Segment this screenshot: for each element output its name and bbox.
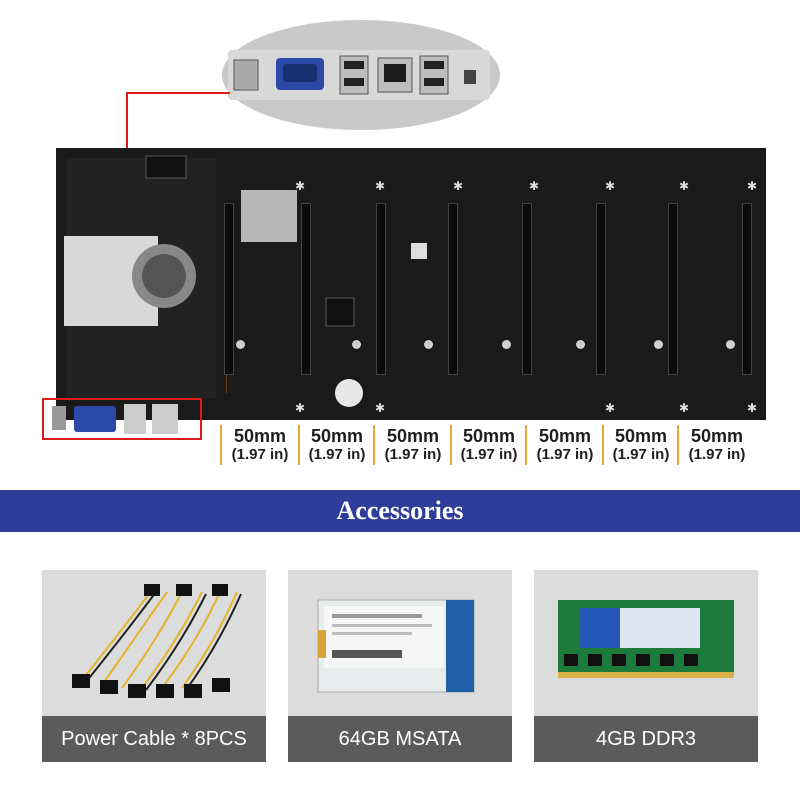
slot-spacing-label: 50mm (1.97 in) [376, 426, 450, 464]
pcie-slot [668, 203, 678, 375]
screw-hole-icon: ✱ [528, 179, 540, 193]
spacing-mm: 50mm [538, 426, 592, 446]
pcie-slot [596, 203, 606, 375]
screw-hole-icon: ✱ [374, 179, 386, 193]
slot-spacing-label: 50mm (1.97 in) [452, 426, 526, 464]
screw-hole-icon: ✱ [294, 179, 306, 193]
measure-divider [677, 425, 679, 465]
pcie-slot [224, 203, 234, 375]
screw-hole-icon: ✱ [374, 401, 386, 415]
slot-spacing-label: 50mm (1.97 in) [300, 426, 374, 464]
capacitor [654, 340, 663, 349]
accessory-card-power-cable: Power Cable * 8PCS [42, 570, 266, 762]
screw-hole-icon: ✱ [746, 401, 758, 415]
capacitor [236, 340, 245, 349]
msata-ssd-image [317, 599, 475, 693]
measure-divider [220, 425, 222, 465]
screw-hole-icon: ✱ [678, 401, 690, 415]
spacing-mm: 50mm [233, 426, 287, 446]
capacitor [352, 340, 361, 349]
slot-spacing-label: 50mm (1.97 in) [528, 426, 602, 464]
screw-hole-icon: ✱ [604, 401, 616, 415]
spacing-mm: 50mm [462, 426, 516, 446]
spacing-in: (1.97 in) [536, 446, 594, 463]
measure-divider [298, 425, 300, 465]
pcie-slot [376, 203, 386, 375]
ddr3-ram-image [558, 600, 734, 678]
spacing-in: (1.97 in) [612, 446, 670, 463]
io-ports-illustration [233, 55, 476, 95]
io-ports-strip [228, 50, 490, 100]
capacitor [576, 340, 585, 349]
measure-divider [373, 425, 375, 465]
accessory-label: 64GB MSATA [288, 716, 512, 762]
spacing-in: (1.97 in) [231, 446, 289, 463]
io-ports-rear [52, 404, 178, 434]
accessories-banner: Accessories [0, 490, 800, 532]
accessory-label: 4GB DDR3 [534, 716, 758, 762]
capacitor [424, 340, 433, 349]
screw-hole-icon: ✱ [678, 179, 690, 193]
pcie-slot [448, 203, 458, 375]
accessory-card-msata: 64GB MSATA [288, 570, 512, 762]
io-highlight-box [42, 398, 202, 440]
slot-spacing-label: 50mm (1.97 in) [223, 426, 297, 464]
spacing-in: (1.97 in) [308, 446, 366, 463]
pcie-slot [522, 203, 532, 375]
spacing-mm: 50mm [690, 426, 744, 446]
slot-spacing-label: 50mm (1.97 in) [604, 426, 678, 464]
capacitor [502, 340, 511, 349]
spacing-mm: 50mm [310, 426, 364, 446]
accessory-card-ddr3: 4GB DDR3 [534, 570, 758, 762]
screw-hole-icon: ✱ [604, 179, 616, 193]
pcie-slot [301, 203, 311, 375]
spacing-mm: 50mm [386, 426, 440, 446]
measure-divider [602, 425, 604, 465]
measure-divider [525, 425, 527, 465]
capacitor [726, 340, 735, 349]
measure-divider [450, 425, 452, 465]
slot-spacing-label: 50mm (1.97 in) [680, 426, 754, 464]
pointer-line-top [126, 92, 230, 94]
motherboard-image: ✱ ✱ ✱ ✱ ✱ ✱ ✱ ✱ ✱ ✱ ✱ ✱ [56, 148, 766, 420]
motherboard-details [64, 155, 427, 407]
screw-hole-icon: ✱ [746, 179, 758, 193]
screw-hole-icon: ✱ [452, 179, 464, 193]
spacing-in: (1.97 in) [688, 446, 746, 463]
spacing-mm: 50mm [614, 426, 668, 446]
pcie-slot [742, 203, 752, 375]
screw-hole-icon: ✱ [294, 401, 306, 415]
accessory-label: Power Cable * 8PCS [42, 716, 266, 762]
spacing-in: (1.97 in) [460, 446, 518, 463]
power-cable-image [72, 584, 242, 698]
spacing-in: (1.97 in) [384, 446, 442, 463]
